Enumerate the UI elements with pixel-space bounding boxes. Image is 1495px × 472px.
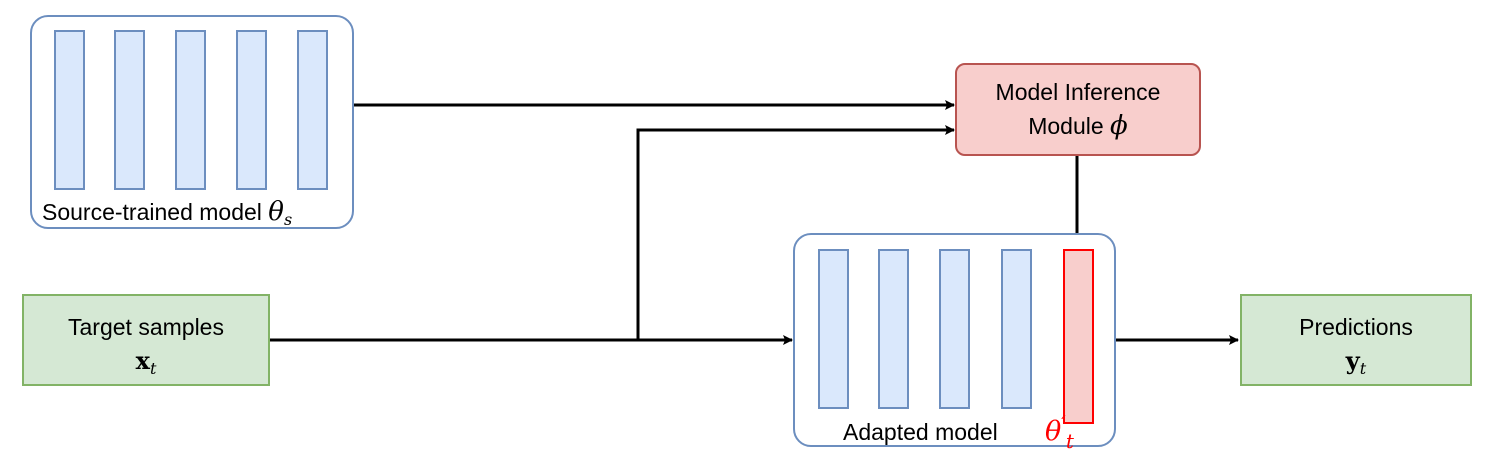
inference-module-box: Model Inference Module ϕ — [955, 63, 1201, 156]
predictions-box: Predictions yt — [1240, 294, 1472, 386]
source-model-symbol: θs — [268, 197, 293, 229]
predictions-symbol: yt — [1345, 346, 1367, 378]
source-layer-5 — [297, 30, 328, 190]
adapted-layer-2 — [878, 249, 909, 409]
adapted-model-label: Adapted model — [843, 419, 998, 445]
adapted-layer-5 — [1063, 249, 1094, 424]
source-layer-3 — [175, 30, 206, 190]
arrow-target-to-module — [636, 125, 955, 340]
adapted-model-symbol: θ′t — [1045, 411, 1074, 453]
source-model-label: Source-trained model — [42, 199, 262, 225]
source-model-caption: Source-trained model θs — [42, 197, 292, 229]
adapted-layer-1 — [818, 249, 849, 409]
source-layer-4 — [236, 30, 267, 190]
target-samples-symbol: xt — [135, 346, 157, 378]
adapted-layer-4 — [1001, 249, 1032, 409]
adapted-model-box: Adapted model θ′t — [793, 233, 1116, 453]
target-samples-label: Target samples — [68, 314, 224, 340]
inference-module-line1: Model Inference — [995, 79, 1161, 105]
adapted-layer-3 — [939, 249, 970, 409]
source-layer-1 — [54, 30, 85, 190]
source-model-box: Source-trained model θs — [30, 15, 354, 229]
predictions-label: Predictions — [1299, 314, 1413, 340]
source-layer-2 — [114, 30, 145, 190]
inference-module-line2: Module ϕ — [1028, 111, 1128, 141]
target-samples-box: Target samples xt — [22, 294, 270, 386]
phi-symbol: ϕ — [1110, 111, 1128, 141]
